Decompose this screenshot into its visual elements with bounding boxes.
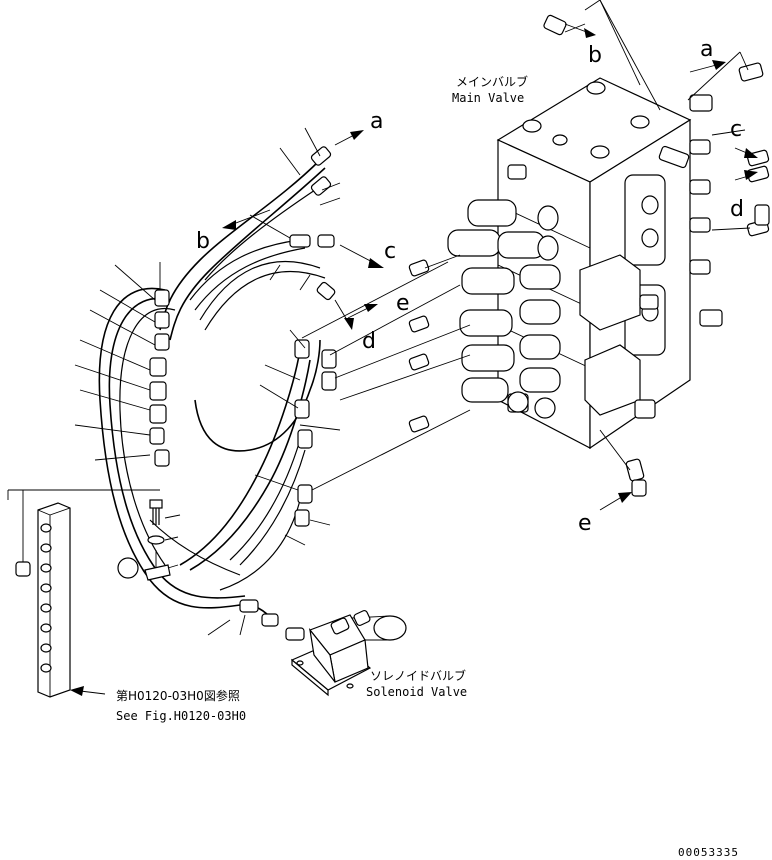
- connection-lines: [301, 254, 471, 491]
- label-b-top: b: [588, 43, 602, 68]
- hose-fittings: [117, 146, 337, 641]
- hose-harness: [98, 159, 326, 621]
- block-reference-jp: 第H0120-03H0図参照: [116, 688, 240, 703]
- manifold-block: [7, 489, 160, 698]
- solenoid-valve-label-en: Solenoid Valve: [366, 685, 467, 699]
- label-b-left: b: [196, 229, 210, 254]
- solenoid-valve-label: ソレノイドバルブ Solenoid Valve: [366, 668, 467, 699]
- bolt-washer-clamp: [144, 499, 181, 581]
- top-bolts: [522, 81, 650, 159]
- right-arrows: [564, 23, 758, 511]
- block-reference-label: 第H0120-03H0図参照 See Fig.H0120-03H0: [116, 688, 246, 723]
- label-e-bottom: e: [578, 511, 592, 536]
- label-e-mid: e: [396, 291, 410, 316]
- label-a-right: a: [700, 37, 713, 62]
- letter-arrows: [222, 130, 384, 330]
- solenoid-valve: [290, 609, 407, 697]
- manifold-ports: [40, 523, 52, 673]
- main-valve-label-jp: メインバルブ: [456, 74, 528, 89]
- connection-letter-labels: a a b b c c e d d e: [196, 37, 744, 536]
- part-leader-lines: [74, 127, 341, 636]
- label-d-right: d: [730, 197, 744, 222]
- main-valve-label: メインバルブ Main Valve: [452, 74, 528, 105]
- right-leader-lines: [584, 0, 751, 471]
- block-reference-en: See Fig.H0120-03H0: [116, 709, 246, 723]
- label-d-mid: d: [362, 329, 376, 354]
- document-number: 00053335: [678, 846, 739, 859]
- label-c-mid: c: [384, 239, 396, 264]
- main-valve-label-en: Main Valve: [452, 91, 524, 105]
- main-valve: [447, 77, 723, 450]
- label-a-left: a: [370, 109, 383, 134]
- valve-solenoid-cartridges: [447, 199, 561, 419]
- loose-fittings: [408, 259, 430, 433]
- solenoid-valve-label-jp: ソレノイドバルブ: [370, 668, 466, 683]
- label-c-right: c: [730, 117, 742, 142]
